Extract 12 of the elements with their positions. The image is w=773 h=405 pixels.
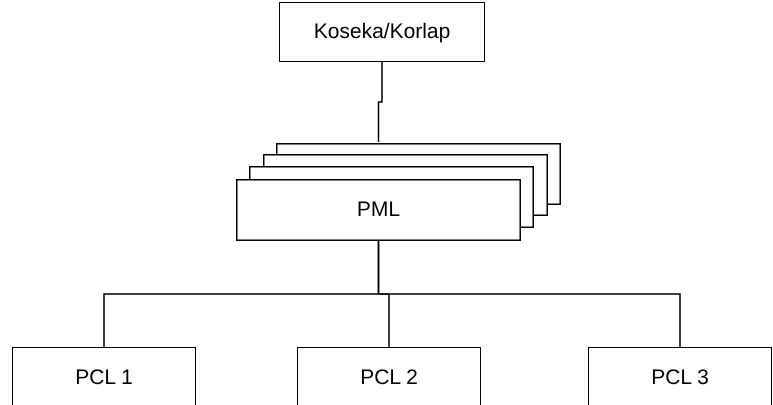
- box-label: PCL 2: [360, 366, 418, 390]
- stacked-boxes: [236, 142, 563, 241]
- process-box: [12, 347, 196, 405]
- connector-line: [378, 62, 383, 142]
- process-box: [297, 347, 481, 405]
- connector-line: [378, 241, 681, 347]
- box-label: Koseka/Korlap: [314, 20, 450, 44]
- box-label: PCL 3: [651, 366, 709, 390]
- process-box: [279, 2, 485, 62]
- box-label: PML: [356, 198, 400, 222]
- process-box: [588, 347, 772, 405]
- box-label: PCL 1: [75, 366, 133, 390]
